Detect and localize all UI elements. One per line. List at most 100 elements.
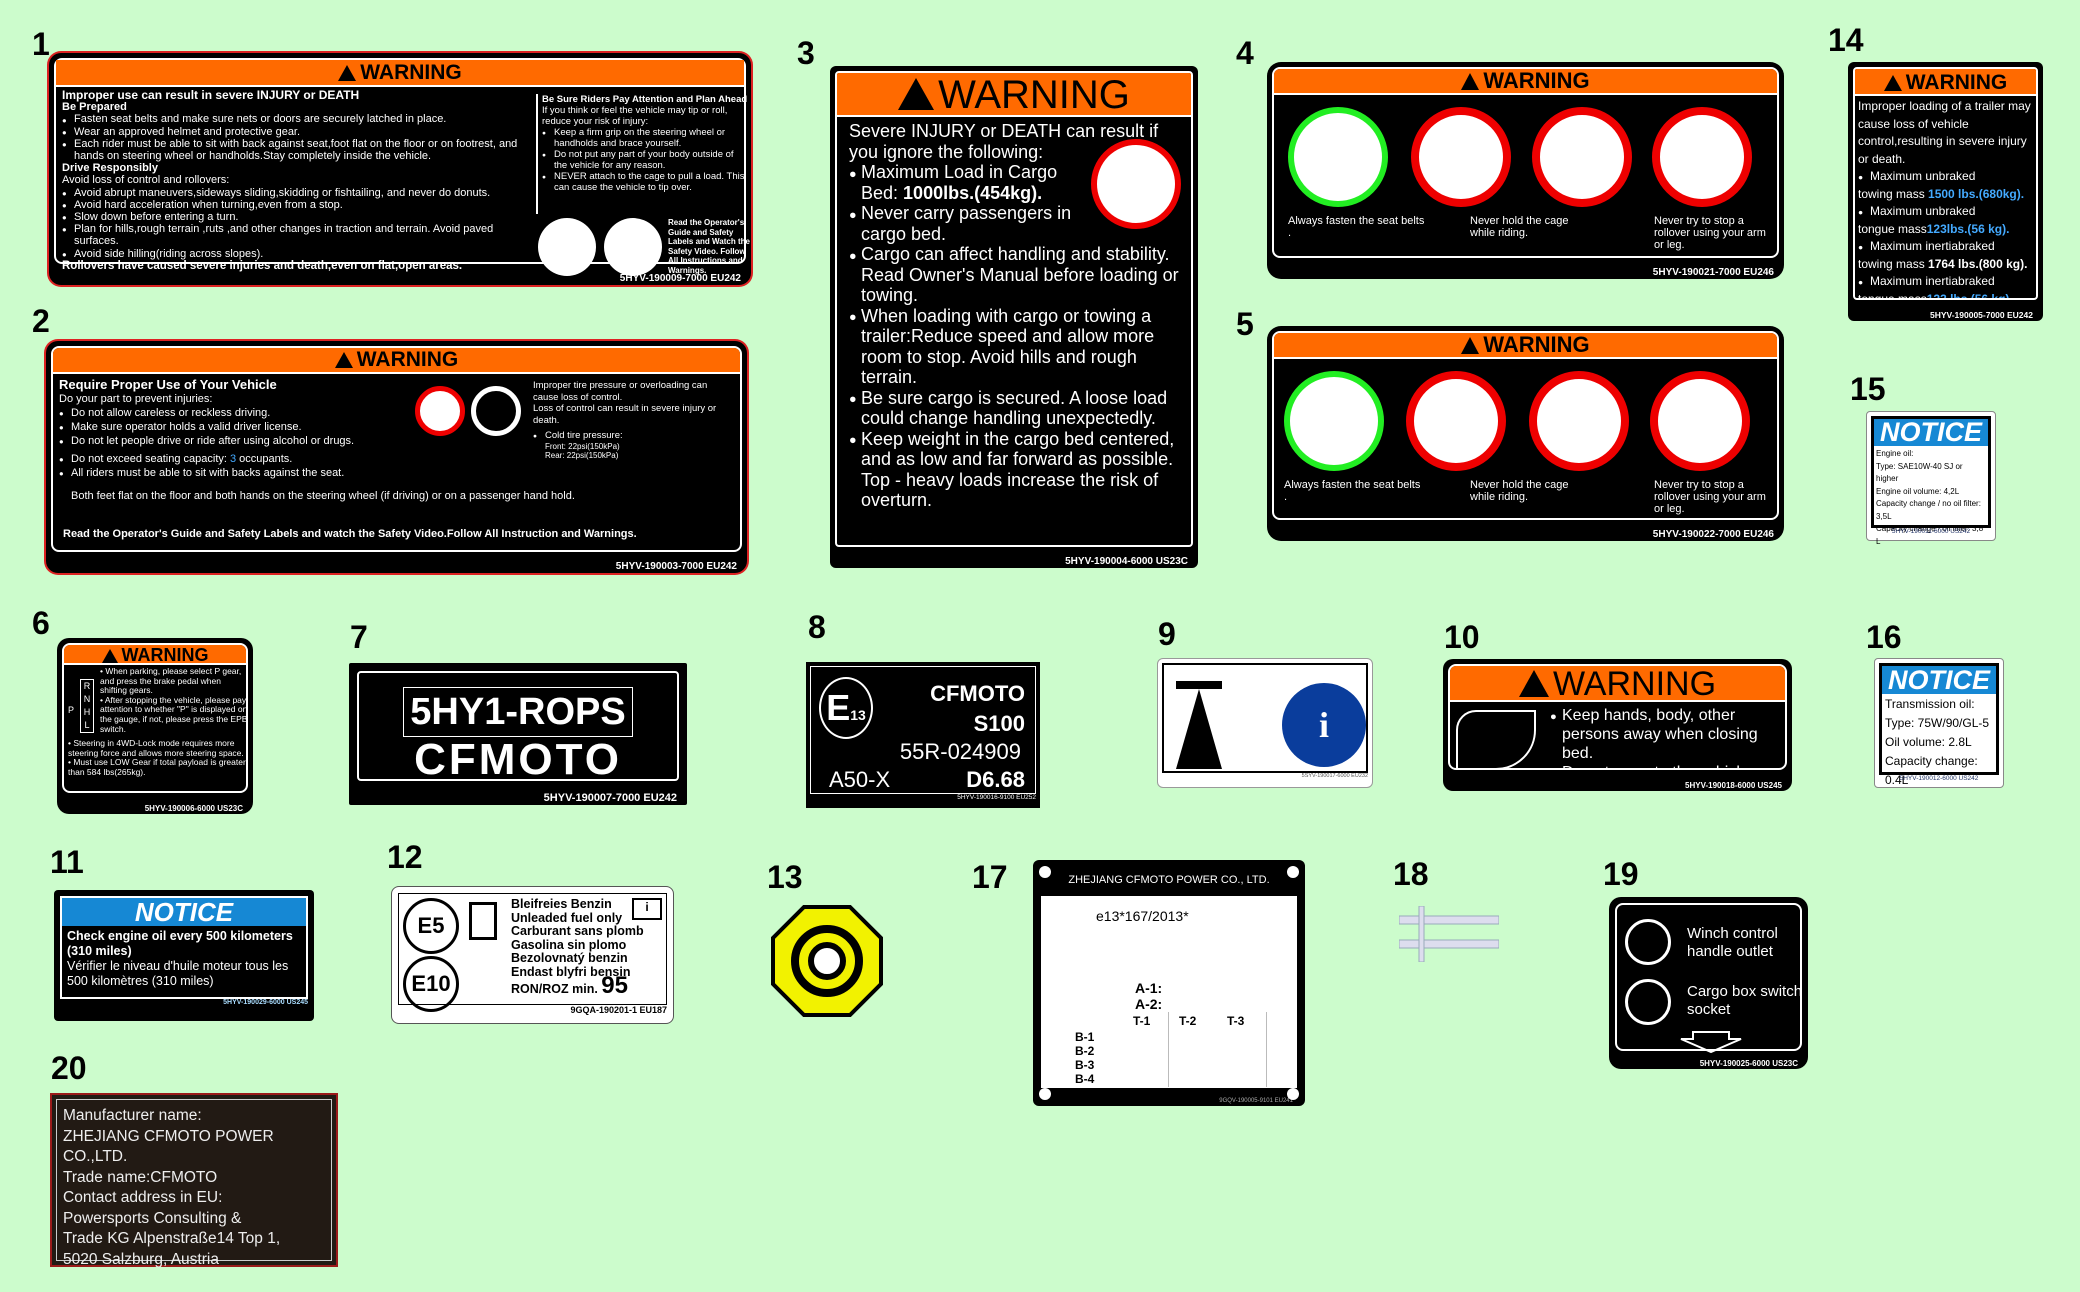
warning-header: WARNING [1274,69,1777,95]
label-number-17: 17 [972,859,1008,895]
no-hold-cage-icon [1406,371,1506,471]
inner-ring [808,942,846,980]
notice-header: NOTICE [1882,666,1996,694]
warning-title: WARNING [938,73,1130,117]
warning-label-2: WARNING Require Proper Use of Your Vehic… [46,341,747,573]
l2-intro: Do your part to prevent injuries: [59,393,213,405]
warning-triangle-icon [1883,75,1902,91]
read-manual-icon: i [1282,683,1366,767]
caption-cage: Never hold the cage while riding. [1470,479,1569,503]
part-code: 9GQA-190201-1 EU187 [570,1005,667,1015]
warning-header: WARNING [64,645,246,665]
l1-drive-sub: Avoid loss of control and rollovers: [62,174,230,187]
l1-closing: Rollovers have caused severe injuries an… [62,259,463,272]
l8-brand: CFMOTO [930,681,1025,706]
l1-title: Improper use can result in severe INJURY… [62,88,360,102]
l17-a2: A-2: [1135,996,1163,1012]
l6-item: • After stopping the vehicle, please pay… [100,694,248,734]
label-number-1: 1 [32,26,50,62]
warning-title: WARNING [1905,71,2008,94]
rivet-hole [1287,1088,1299,1100]
l3-item: When loading with cargo or towing a trai… [849,306,1185,388]
l15-line: Capacity change / no oil filter: 3,5L [1876,499,1981,521]
l12-line: Carburant sans plomb [511,924,644,938]
no-rollover-limb-icon [1652,107,1752,207]
part-code: 5HYV-190005-7000 EU242 [1929,310,2033,320]
part-code: 5HYV-190025-6000 US23C [1699,1059,1798,1068]
warning-header: WARNING [837,73,1191,117]
l10-item-list: Keep hands, body, other persons away whe… [1550,706,1780,768]
item-label: towing mass [1858,186,1929,201]
caption-rollover: Never try to stop a rollover using your … [1654,479,1766,515]
l3-item-list: Never carry passengers in cargo bed.Carg… [849,203,1185,511]
l17-approval: e13*167/2013* [1096,908,1189,924]
warning-title: WARNING [1552,665,1717,703]
l2-cold: Cold tire pressure: [533,430,733,442]
warning-header: WARNING [1274,333,1777,359]
l12-ron: RON/ROZ min. 95 [511,974,644,998]
item-value: 1500 lbs.(680kg). [1928,186,2025,201]
manual-info-icon: i [632,898,662,920]
item-title: Maximum inertiabraked [1858,273,2033,291]
label-number-20: 20 [51,1050,87,1086]
bar-top [1399,915,1499,925]
item-value: 1764 lbs.(800 kg). [1928,256,2028,271]
item-title: Maximum unbraked [1858,203,2033,221]
l3-item: Never carry passengers in cargo bed. [849,203,1081,244]
gear-n: N [83,694,91,704]
rivet-hole [1039,1088,1051,1100]
socket-icon [1625,919,1671,965]
l1-right-item-list: Keep a firm grip on the steering wheel o… [542,127,748,193]
l2-read-note: Read the Operator's Guide and Safety Lab… [63,528,637,540]
l20-line-list: Manufacturer name:ZHEJIANG CFMOTO POWER … [56,1099,332,1268]
manual-label-9: i 5SYV-190017-6000 EU232 [1157,658,1373,788]
post [1418,906,1425,962]
l16-line: Capacity change: 0.4L [1885,754,1978,787]
l1-prepared-item-list: Fasten seat belts and make sure nets or … [62,113,532,162]
e5-badge: E5 [403,898,459,954]
warning-triangle-icon [101,649,118,663]
l1-drive-item: Slow down before entering a turn. [62,211,532,225]
l3-max-load: Maximum Load in Cargo Bed: 1000lbs.(454k… [849,162,1079,203]
socket-icon [1625,979,1671,1025]
l16-line: Type: 75W/90/GL-5 [1885,716,1990,730]
l2-item: Do not allow careless or reckless drivin… [59,406,499,421]
vin-plate-label-17: ZHEJIANG CFMOTO POWER CO., LTD. e13*167/… [1033,860,1305,1106]
l3-intro: Severe INJURY or DEATH can result if you… [849,121,1159,162]
notice-label-15: NOTICE Engine oil:Type: SAE10W-40 SJ or … [1866,411,1996,546]
label-number-18: 18 [1393,856,1429,892]
l1-drive-item: Avoid side hilling(riding across slopes)… [62,248,532,262]
l1-drive-item: Avoid abrupt maneuvers,sideways sliding,… [62,187,532,201]
row-b1: B-1 [1075,1030,1095,1044]
l2-item: Make sure operator holds a valid driver … [59,420,499,435]
no-hold-cage-icon [1532,107,1632,207]
l2-seating: Do not exceed seating capacity: 3 occupa… [59,452,499,467]
l12-line: Gasolina sin plomo [511,937,627,952]
label-number-4: 4 [1236,35,1254,71]
seat-capacity: 3 [229,453,237,465]
manufacturer-label-20: Manufacturer name:ZHEJIANG CFMOTO POWER … [50,1093,338,1268]
gear-p: P [68,705,75,715]
label-number-2: 2 [32,303,50,339]
l15-line: Capacity change / oil filter: 3,8 L [1876,524,1984,546]
notice-label-11: NOTICE Check engine oil every 500 kilome… [54,890,314,1021]
part-code: 5HYV-190016-9100 EU252 [957,794,1036,801]
l1-right-item: Do not put any part of your body outside… [542,149,748,171]
l15-line: Type: SAE10W-40 SJ or higher [1876,461,1963,484]
l16-line: Transmission oil: [1885,697,1975,711]
l6-item: • Steering in 4WD-Lock mode requires mor… [68,738,244,758]
rivet-hole [1287,866,1299,878]
l17-company: ZHEJIANG CFMOTO POWER CO., LTD. [1068,874,1270,886]
part-code: 5HYV-190004-6000 US23C [1065,556,1188,567]
gear-h: H [83,707,91,717]
e10-badge: E10 [403,956,459,1012]
l1-right-title: Be Sure Riders Pay Attention and Plan Ah… [542,94,748,105]
l20-line: 5020 Salzburg, Austria [63,1250,219,1268]
l1-section-prepared: Be Prepared [62,101,127,114]
yellow-octagon-symbol [771,905,883,1017]
caption-seatbelt: Always fasten the seat belts . [1288,215,1425,239]
